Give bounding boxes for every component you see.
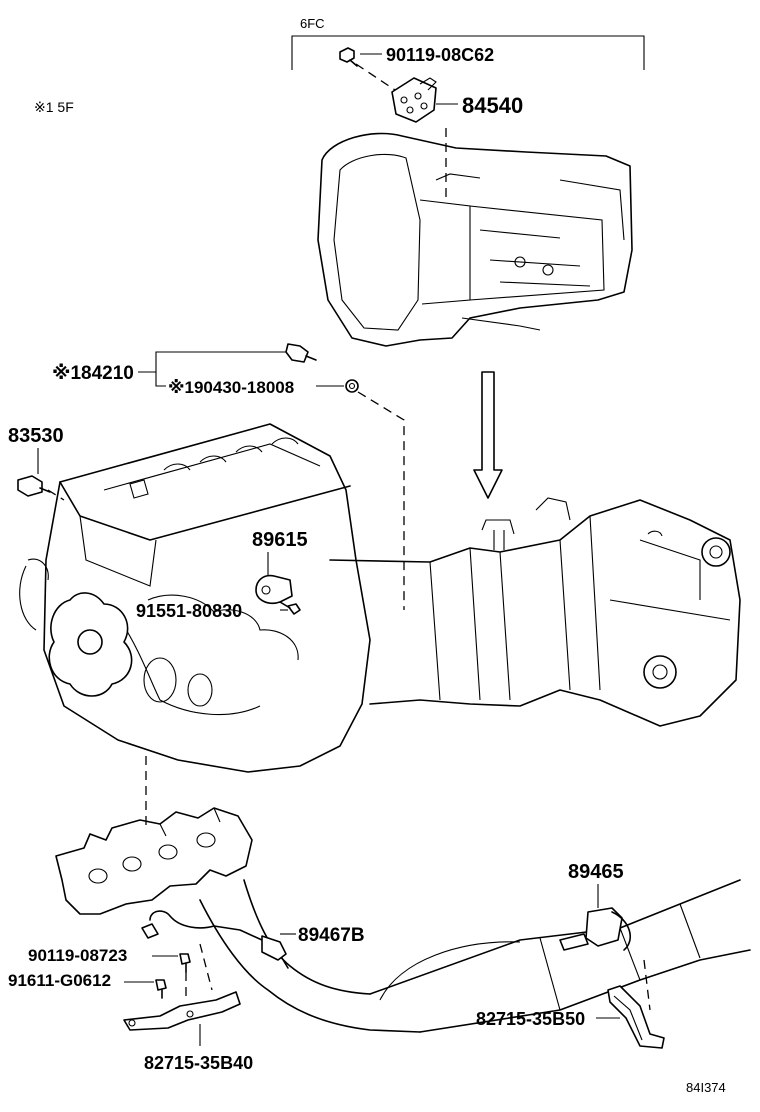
callout-82715-35b40: 82715-35B40: [144, 1053, 253, 1073]
callout-84540: 84540: [462, 93, 523, 118]
callout-89465: 89465: [568, 861, 624, 883]
exhaust-manifold: [55, 807, 253, 915]
bracket-82715-35b50[interactable]: [607, 985, 665, 1049]
oxygen-sensor-89467b[interactable]: [141, 910, 289, 969]
callout-84210: ※184210: [52, 363, 134, 384]
bolt-90119-08723[interactable]: [179, 953, 191, 973]
callout-90119-08723: 90119-08723: [28, 946, 127, 965]
switch-84210[interactable]: [285, 343, 317, 363]
callout-89615: 89615: [252, 529, 308, 551]
bracket-82715-35b40[interactable]: [123, 991, 241, 1031]
bracket-label: 6FC: [300, 16, 325, 31]
nut-91611-g0612[interactable]: [155, 979, 167, 999]
neutral-switch-84540[interactable]: [391, 77, 437, 123]
bolt-91551-80830[interactable]: [279, 601, 301, 615]
oxygen-sensor-89465[interactable]: [559, 907, 632, 951]
callout-90430-18008: ※190430-18008: [168, 378, 294, 397]
leader-bracket: [199, 943, 213, 991]
callout-83530: 83530: [8, 425, 64, 447]
gasket-90430-18008[interactable]: [345, 379, 359, 393]
variant-bracket-6fc: 6FC: [291, 16, 645, 70]
assembly-arrow: [473, 371, 503, 499]
callout-89467b: 89467B: [298, 925, 365, 946]
callout-91551-80830: 91551-80830: [136, 601, 242, 621]
leader-89465: [643, 959, 651, 1011]
leader-83530: [47, 489, 65, 501]
oil-pressure-switch-83530[interactable]: [17, 475, 51, 497]
bolt-90119-08c62[interactable]: [339, 47, 358, 67]
variant-note: ※1 5F: [34, 99, 74, 115]
leader-84210: [357, 391, 405, 610]
engine-assembly: [19, 423, 371, 773]
drawing-id: 84I374: [686, 1080, 726, 1095]
transmission-assembly: [317, 132, 633, 347]
callout-82715-35b50: 82715-35B50: [476, 1009, 585, 1029]
callout-90119-08c62: 90119-08C62: [386, 45, 494, 65]
crank-position-sensor-89615[interactable]: [255, 574, 293, 605]
transmission-installed: [329, 497, 741, 727]
leader-90119-08c62: [355, 63, 399, 93]
callout-91611-g0612: 91611-G0612: [8, 971, 111, 990]
